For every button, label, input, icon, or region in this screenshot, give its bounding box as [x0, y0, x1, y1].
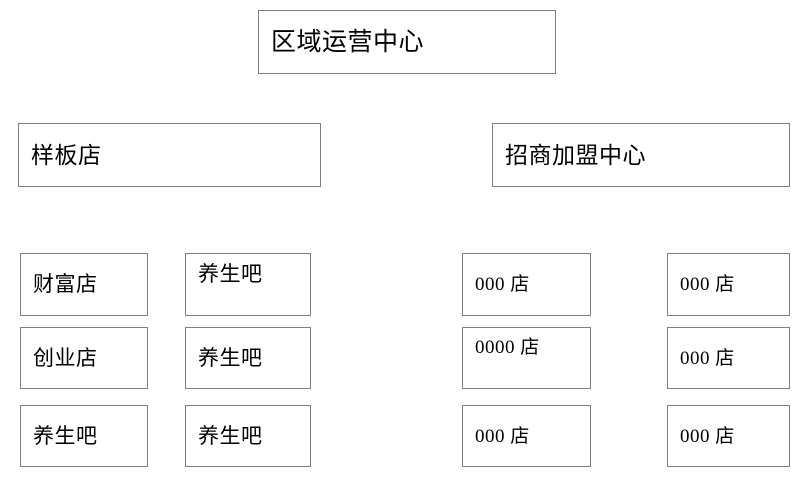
- node-label: 养生吧: [33, 423, 98, 448]
- node-leaf-wealth-store[interactable]: 财富店: [20, 253, 148, 316]
- node-label: 0000 店: [475, 337, 540, 358]
- node-leaf-health-bar-3[interactable]: 养生吧: [185, 327, 311, 389]
- node-leaf-store-000-1[interactable]: 000 店: [462, 253, 591, 316]
- node-label: 养生吧: [198, 423, 263, 448]
- node-label: 000 店: [680, 274, 735, 295]
- node-label: 养生吧: [198, 262, 263, 286]
- node-label: 区域运营中心: [271, 28, 425, 56]
- node-branch-model-store[interactable]: 样板店: [18, 123, 321, 187]
- node-leaf-health-bar-4[interactable]: 养生吧: [185, 405, 311, 467]
- node-leaf-health-bar-1[interactable]: 养生吧: [20, 405, 148, 467]
- node-label: 000 店: [475, 274, 530, 295]
- node-label: 000 店: [680, 425, 735, 447]
- node-label: 样板店: [31, 142, 102, 168]
- node-leaf-startup-store[interactable]: 创业店: [20, 327, 148, 389]
- node-leaf-store-000-3[interactable]: 000 店: [667, 253, 790, 316]
- node-leaf-store-0000[interactable]: 0000 店: [462, 327, 591, 389]
- node-root-regional-operations-center[interactable]: 区域运营中心: [258, 10, 556, 74]
- node-leaf-store-000-2[interactable]: 000 店: [462, 405, 591, 467]
- node-label: 创业店: [33, 345, 98, 370]
- node-branch-franchise-investment-center[interactable]: 招商加盟中心: [492, 123, 790, 187]
- node-label: 000 店: [475, 425, 530, 447]
- node-label: 招商加盟中心: [505, 142, 646, 168]
- node-label: 财富店: [33, 272, 98, 296]
- node-leaf-store-000-4[interactable]: 000 店: [667, 327, 790, 389]
- node-label: 000 店: [680, 347, 735, 369]
- node-leaf-health-bar-2[interactable]: 养生吧: [185, 253, 311, 316]
- node-leaf-store-000-5[interactable]: 000 店: [667, 405, 790, 467]
- node-label: 养生吧: [198, 345, 263, 370]
